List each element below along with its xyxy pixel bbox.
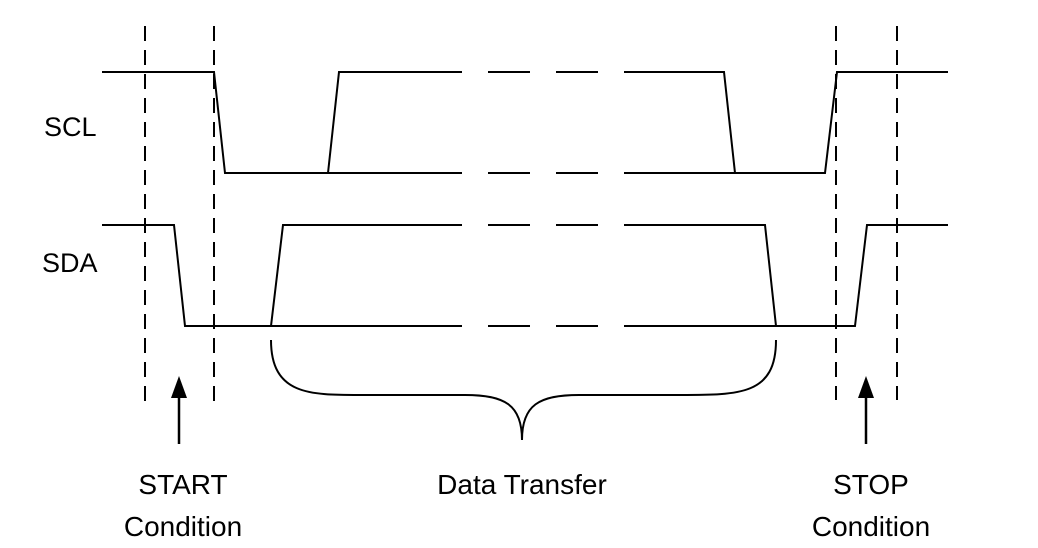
start-arrow — [171, 376, 187, 444]
sda-waveform — [102, 224, 948, 327]
data-transfer-brace — [270, 339, 777, 441]
sda-data-high-left — [270, 224, 420, 327]
data-transfer-label: Data Transfer — [437, 469, 607, 500]
scl-waveform — [102, 71, 948, 174]
scl-start-segment — [102, 71, 420, 174]
sda-label: SDA — [42, 248, 98, 278]
sda-data-high-right — [640, 224, 777, 327]
stop-label-line1: STOP — [833, 469, 909, 500]
start-label-line1: START — [138, 469, 227, 500]
stop-label-line2: Condition — [812, 511, 930, 542]
stop-arrow — [858, 376, 874, 444]
stop-arrow-head — [858, 376, 874, 398]
start-label-line2: Condition — [124, 511, 242, 542]
scl-label: SCL — [44, 112, 97, 142]
start-arrow-head — [171, 376, 187, 398]
scl-high-end-segment — [640, 71, 948, 174]
sda-stop-segment — [640, 224, 948, 327]
sda-start-segment — [102, 224, 420, 327]
marker-lines — [144, 26, 898, 408]
